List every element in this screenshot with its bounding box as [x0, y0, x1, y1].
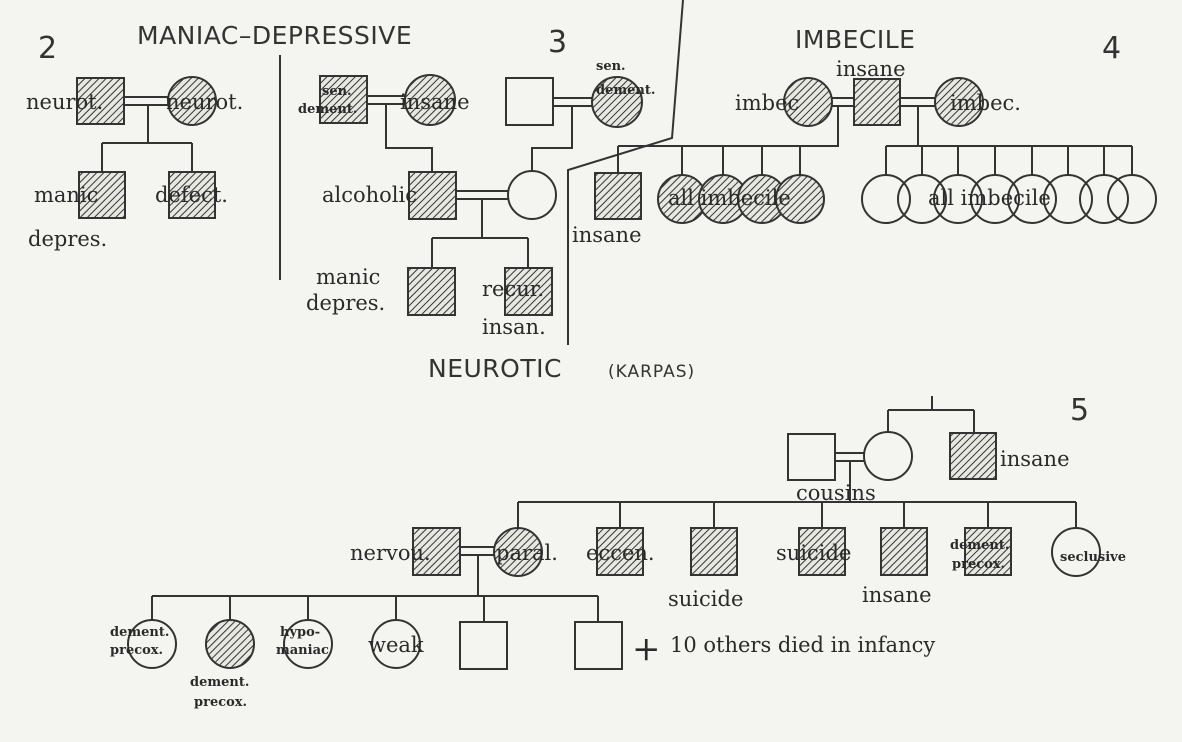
male-symbol [853, 78, 901, 126]
label: all imbecile [928, 186, 1051, 210]
male-symbol [964, 527, 1012, 576]
plus-sign: + [632, 629, 661, 669]
label: hypo- [280, 625, 320, 640]
male-symbol [505, 77, 554, 126]
label: insane [400, 90, 470, 114]
label: neurot. [26, 90, 103, 114]
label: all imbecile [668, 186, 791, 210]
label: dement. [596, 83, 655, 98]
female-symbol [934, 77, 984, 127]
label: insane [862, 583, 932, 607]
label: depres. [306, 291, 385, 315]
label: insane [836, 57, 906, 81]
female-symbol [1079, 174, 1129, 224]
label: seclusive [1060, 550, 1126, 565]
female-symbol [127, 619, 177, 669]
female-symbol [783, 77, 833, 127]
female-symbol [507, 170, 557, 220]
female-symbol [861, 174, 911, 224]
divider-3-4 [567, 0, 684, 345]
female-symbol [863, 431, 913, 481]
female-symbol [371, 619, 421, 669]
label: alcoholic [322, 183, 417, 207]
female-symbol [1107, 174, 1157, 224]
label: precox. [194, 695, 247, 710]
label: sen. [322, 84, 352, 99]
label: sen. [596, 59, 626, 74]
label: dement. [110, 625, 169, 640]
label: eccen. [586, 541, 655, 565]
pedigree-5: insane cousins nervou. paral. eccen. sui… [110, 396, 1126, 710]
female-symbol [1043, 174, 1093, 224]
label: recur. [482, 277, 544, 301]
label: paral. [496, 541, 558, 565]
label: suicide [668, 587, 743, 611]
heading-maniac-depressive: MANIAC–DEPRESSIVE [137, 21, 412, 50]
female-symbol [970, 174, 1020, 224]
heading-karpas: (KARPAS) [608, 362, 695, 382]
label: insane [1000, 447, 1070, 471]
pedigree-2: neurot. neurot. manic depres. defect. [26, 76, 243, 251]
male-symbol [78, 171, 126, 219]
label: imbec. [950, 91, 1021, 115]
label: insane [572, 223, 642, 247]
pedigree-number-5: 5 [1070, 393, 1089, 428]
male-symbol [412, 527, 461, 576]
label: 10 others died in infancy [670, 633, 935, 657]
male-symbol [949, 432, 997, 480]
male-symbol [76, 77, 125, 125]
male-symbol [798, 527, 846, 576]
pedigree-number-3: 3 [548, 25, 567, 60]
heading-imbecile: IMBECILE [795, 25, 915, 54]
label: nervou. [350, 541, 431, 565]
label: cousins [796, 481, 876, 505]
heading-neurotic: NEUROTIC [428, 354, 562, 383]
female-symbol [897, 174, 947, 224]
female-symbol [591, 76, 643, 128]
label: neurot. [166, 90, 243, 114]
female-symbol [1051, 527, 1101, 577]
male-symbol [504, 267, 553, 316]
label: weak [368, 633, 424, 657]
male-symbol [459, 621, 508, 670]
pedigree-4: imbec insane imbec. insane all imbecile … [572, 57, 1157, 247]
male-symbol [408, 171, 457, 220]
male-symbol [594, 172, 642, 220]
female-symbol [167, 76, 217, 126]
label: precox. [952, 557, 1005, 572]
label: imbec [735, 91, 799, 115]
label: dement. [190, 675, 249, 690]
male-symbol [880, 527, 928, 576]
label: manic [316, 265, 380, 289]
female-symbol [404, 74, 456, 126]
pedigree-3: sen. dement. insane sen. dement. alcohol… [298, 59, 655, 339]
label: dement. [950, 538, 1009, 553]
male-symbol [319, 75, 368, 124]
pedigree-number-2: 2 [38, 31, 57, 66]
label: suicide [776, 541, 851, 565]
label: dement. [298, 102, 357, 117]
male-symbol [168, 171, 216, 219]
pedigree-number-4: 4 [1102, 31, 1121, 66]
male-symbol [596, 527, 644, 576]
female-symbol [775, 174, 825, 224]
male-symbol [787, 433, 836, 481]
female-symbol [1007, 174, 1057, 224]
female-symbol [493, 527, 543, 577]
label: defect. [155, 183, 228, 207]
female-symbol [933, 174, 983, 224]
label: insan. [482, 315, 546, 339]
male-symbol [574, 621, 623, 670]
female-symbol [205, 619, 255, 669]
label: depres. [28, 227, 107, 251]
female-symbol [283, 619, 333, 669]
label: manic [34, 183, 98, 207]
label: maniac [276, 643, 329, 658]
label: precox. [110, 643, 163, 658]
male-symbol [690, 527, 738, 576]
male-symbol [407, 267, 456, 316]
